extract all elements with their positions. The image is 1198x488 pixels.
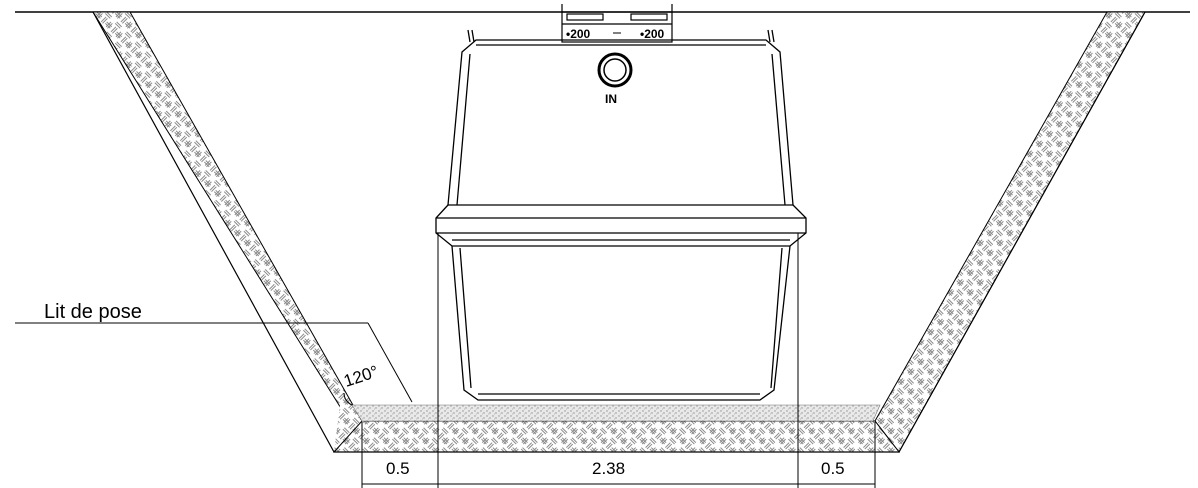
riser-label-left: •200 <box>566 27 591 41</box>
excavation-left-wall <box>92 11 363 422</box>
dim-left-clearance: 0.5 <box>386 459 410 478</box>
tank <box>435 29 807 401</box>
tank-lower-section <box>451 245 791 401</box>
inlet-label: IN <box>605 92 617 106</box>
excavation-bottom <box>332 420 901 453</box>
excavation-outline <box>92 11 1146 453</box>
bedding-callout-label: Lit de pose <box>44 301 142 323</box>
tank-lower-inner-line <box>459 247 783 389</box>
left-lifting-lug <box>467 29 475 43</box>
callout-leader-diagonal <box>367 322 413 403</box>
dimension-lines <box>361 233 876 488</box>
angle-label: 120° <box>341 362 380 391</box>
riser-label-right: •200 <box>640 27 665 41</box>
tank-upper-inner-line <box>456 53 786 206</box>
bedding-gravel-layer <box>351 404 881 422</box>
dim-right-clearance: 0.5 <box>821 459 845 478</box>
excavation-right-wall <box>874 11 1146 453</box>
right-lifting-lug <box>767 29 775 43</box>
inlet-port-outer <box>597 52 633 88</box>
access-riser <box>561 4 673 43</box>
angle-arc <box>343 392 353 406</box>
inlet-port-inner <box>603 58 627 82</box>
tank-middle-belt <box>435 204 807 247</box>
dim-tank-width: 2.38 <box>592 459 625 478</box>
tank-upper-section <box>447 39 794 206</box>
